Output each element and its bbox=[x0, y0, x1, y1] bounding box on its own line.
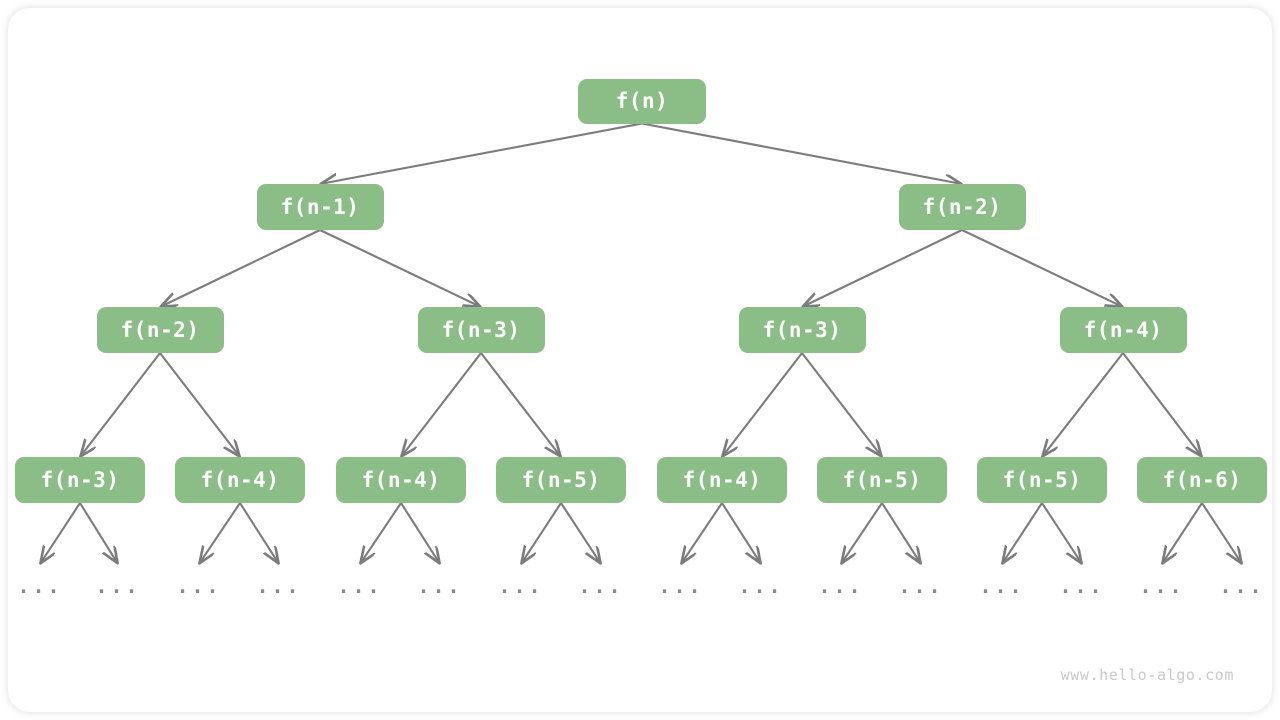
tree-edge-n13-to-e12 bbox=[1003, 501, 1044, 562]
tree-node-n11: f(n-4) bbox=[657, 457, 787, 503]
tree-node-n7: f(n-3) bbox=[15, 457, 145, 503]
tree-node-n0: f(n) bbox=[578, 78, 706, 124]
ellipsis-marker: ... bbox=[417, 574, 463, 598]
ellipsis-marker: ... bbox=[658, 574, 704, 598]
tree-node-n5: f(n-3) bbox=[738, 307, 866, 353]
tree-node-n6: f(n-4) bbox=[1059, 307, 1187, 353]
tree-edge-n1-to-n4 bbox=[318, 228, 479, 306]
tree-edge-n7-to-e0 bbox=[41, 501, 82, 562]
tree-edge-n12-to-e11 bbox=[880, 501, 920, 562]
ellipsis-marker: ... bbox=[578, 574, 624, 598]
tree-edge-n3-to-n7 bbox=[81, 351, 162, 455]
tree-edge-n14-to-e14 bbox=[1163, 501, 1204, 562]
tree-edge-n4-to-n10 bbox=[479, 351, 560, 455]
ellipsis-marker: ... bbox=[1219, 574, 1265, 598]
tree-edge-n1-to-n3 bbox=[162, 228, 322, 306]
ellipsis-marker: ... bbox=[979, 574, 1025, 598]
ellipsis-marker: ... bbox=[738, 574, 784, 598]
tree-edge-n4-to-n9 bbox=[402, 351, 483, 455]
tree-node-n8: f(n-4) bbox=[175, 457, 305, 503]
tree-node-n10: f(n-5) bbox=[496, 457, 626, 503]
tree-edge-n7-to-e1 bbox=[78, 501, 117, 562]
tree-edge-n12-to-e10 bbox=[842, 501, 884, 562]
tree-edge-n2-to-n5 bbox=[804, 228, 964, 306]
tree-edge-n6-to-n13 bbox=[1043, 351, 1125, 455]
ellipsis-marker: ... bbox=[337, 574, 383, 598]
tree-edge-n8-to-e3 bbox=[238, 501, 278, 562]
ellipsis-marker: ... bbox=[17, 574, 63, 598]
ellipsis-marker: ... bbox=[1059, 574, 1105, 598]
ellipsis-marker: ... bbox=[498, 574, 544, 598]
tree-edge-n8-to-e2 bbox=[200, 501, 242, 562]
tree-node-n4: f(n-3) bbox=[417, 307, 545, 353]
tree-edge-n2-to-n6 bbox=[960, 228, 1121, 306]
ellipsis-marker: ... bbox=[818, 574, 864, 598]
tree-edge-n5-to-n11 bbox=[723, 351, 804, 455]
tree-edge-n0-to-n2 bbox=[640, 122, 960, 184]
ellipsis-marker: ... bbox=[256, 574, 302, 598]
watermark-label: www.hello-algo.com bbox=[1060, 666, 1234, 684]
tree-node-n12: f(n-5) bbox=[817, 457, 947, 503]
tree-edge-n3-to-n8 bbox=[158, 351, 239, 455]
tree-node-n2: f(n-2) bbox=[898, 184, 1026, 230]
ellipsis-marker: ... bbox=[898, 574, 944, 598]
tree-node-n14: f(n-6) bbox=[1137, 457, 1267, 503]
tree-edge-n11-to-e9 bbox=[720, 501, 760, 562]
ellipsis-marker: ... bbox=[1139, 574, 1185, 598]
tree-edge-n5-to-n12 bbox=[800, 351, 881, 455]
diagram-card: f(n) f(n-1) f(n-2) f(n-2) f(n-3) f(n-3) f(n-4)… bbox=[8, 8, 1272, 712]
tree-edge-n9-to-e5 bbox=[399, 501, 439, 562]
tree-node-n3: f(n-2) bbox=[96, 307, 224, 353]
tree-node-n13: f(n-5) bbox=[977, 457, 1107, 503]
tree-edge-n0-to-n1 bbox=[322, 122, 644, 184]
tree-edge-n9-to-e4 bbox=[361, 501, 403, 562]
ellipsis-marker: ... bbox=[176, 574, 222, 598]
tree-edge-n10-to-e6 bbox=[522, 501, 563, 562]
ellipsis-marker: ... bbox=[95, 574, 141, 598]
tree-edge-n6-to-n14 bbox=[1121, 351, 1201, 455]
tree-edge-n14-to-e15 bbox=[1200, 501, 1241, 562]
tree-edge-n11-to-e8 bbox=[682, 501, 724, 562]
tree-edge-n10-to-e7 bbox=[559, 501, 600, 562]
tree-node-n1: f(n-1) bbox=[256, 184, 384, 230]
tree-edge-n13-to-e13 bbox=[1040, 501, 1081, 562]
tree-node-n9: f(n-4) bbox=[336, 457, 466, 503]
